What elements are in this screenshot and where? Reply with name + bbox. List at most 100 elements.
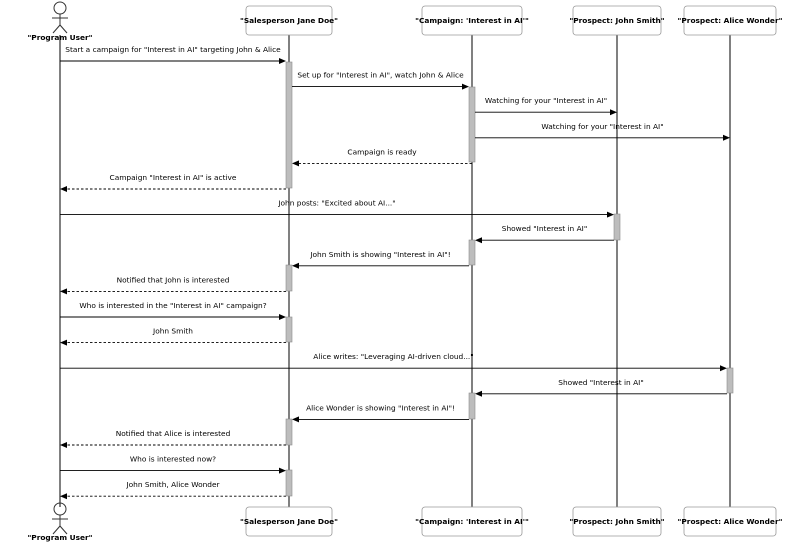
arrowhead-icon (60, 339, 67, 346)
message-label: Watching for your "Interest in AI" (485, 96, 607, 105)
actor-user: "Program User" (27, 1, 93, 42)
message: Alice Wonder is showing "Interest in AI"… (292, 403, 469, 423)
actor-leg-icon (52, 24, 61, 34)
message: John Smith (60, 327, 286, 346)
message: Watching for your "Interest in AI" (475, 122, 730, 141)
message-label: John Smith (152, 327, 193, 336)
participant-label: "Prospect: Alice Wonder" (678, 517, 783, 526)
message: Showed "Interest in AI" (475, 224, 614, 244)
participant-box (421, 5, 523, 36)
message-label: Alice writes: "Leveraging AI-driven clou… (313, 352, 473, 361)
arrowhead-icon (60, 288, 67, 295)
participant-alice: "Prospect: Alice Wonder" (678, 506, 783, 537)
arrowhead-icon (279, 467, 286, 474)
message-label: Showed "Interest in AI" (558, 378, 643, 387)
actor-user: "Program User" (27, 502, 93, 542)
participant-box (572, 506, 662, 537)
activation-bar (468, 86, 476, 163)
activation-bar (285, 264, 293, 292)
message-label: Alice Wonder is showing "Interest in AI"… (306, 403, 455, 412)
message-label: Campaign is ready (347, 147, 417, 156)
arrowhead-icon (475, 390, 482, 397)
activation-bar (285, 316, 293, 343)
message: Notified that Alice is interested (60, 429, 286, 448)
activations (285, 61, 734, 497)
participant-box (683, 506, 777, 537)
message-label: John Smith, Alice Wonder (125, 480, 220, 489)
activation-bar (285, 61, 293, 189)
arrowhead-icon (292, 160, 299, 167)
arrowhead-icon (723, 134, 730, 141)
activation-bar (285, 469, 293, 497)
arrowhead-icon (60, 186, 67, 192)
message: Set up for "Interest in AI", watch John … (292, 71, 469, 90)
message: Start a campaign for "Interest in AI" ta… (60, 45, 286, 64)
message: John Smith is showing "Interest in AI"! (292, 250, 469, 269)
message-label: Campaign "Interest in AI" is active (110, 173, 237, 182)
message: Alice writes: "Leveraging AI-driven clou… (60, 352, 727, 372)
arrowhead-icon (610, 109, 617, 116)
participant-john: "Prospect: John Smith" (569, 5, 665, 36)
participant-jane: "Salesperson Jane Doe" (240, 506, 338, 537)
messages: Start a campaign for "Interest in AI" ta… (60, 45, 730, 500)
message: Showed "Interest in AI" (475, 378, 727, 397)
participant-campaign: "Campaign: 'Interest in AI'" (415, 5, 529, 36)
message-label: Start a campaign for "Interest in AI" ta… (65, 45, 281, 54)
participant-label: "Salesperson Jane Doe" (240, 517, 338, 526)
arrowhead-icon (279, 58, 286, 64)
arrowhead-icon (720, 365, 727, 372)
message-label: Who is interested in the "Interest in AI… (79, 301, 266, 310)
message: Who is interested in the "Interest in AI… (60, 301, 286, 320)
activation-bar (285, 418, 293, 446)
arrowhead-icon (60, 493, 67, 500)
participant-box (421, 506, 523, 537)
arrowhead-icon (60, 442, 67, 448)
arrowhead-icon (462, 83, 469, 90)
message-label: Notified that John is interested (117, 275, 230, 284)
participant-label: "Campaign: 'Interest in AI'" (415, 517, 529, 526)
message: Campaign is ready (292, 147, 472, 167)
message-label: Who is interested now? (130, 455, 216, 464)
participant-box (572, 5, 662, 36)
message-label: Showed "Interest in AI" (502, 224, 587, 233)
participant-alice: "Prospect: Alice Wonder" (678, 5, 783, 36)
participant-label: "Prospect: John Smith" (569, 517, 664, 526)
message: Watching for your "Interest in AI" (475, 96, 617, 116)
activation-bar (613, 213, 621, 241)
actor-label: "Program User" (27, 533, 92, 542)
message-label: John Smith is showing "Interest in AI"! (309, 250, 450, 259)
message-label: John posts: "Excited about AI..." (277, 199, 395, 208)
participant-box (683, 5, 777, 36)
participant-campaign: "Campaign: 'Interest in AI'" (415, 506, 529, 537)
participant-label: "Prospect: Alice Wonder" (678, 16, 783, 25)
actor-leg-icon (52, 525, 61, 535)
participant-box (245, 506, 333, 537)
arrowhead-icon (475, 237, 482, 244)
message-label: Set up for "Interest in AI", watch John … (297, 71, 464, 80)
message: Who is interested now? (60, 455, 286, 474)
participant-label: "Campaign: 'Interest in AI'" (415, 16, 529, 25)
activation-bar (468, 392, 476, 420)
message-label: Notified that Alice is interested (116, 429, 231, 438)
activation-bar (726, 367, 734, 394)
actor-head-icon (53, 1, 67, 15)
participant-john: "Prospect: John Smith" (569, 506, 665, 537)
arrowhead-icon (607, 211, 614, 218)
arrowhead-icon (292, 262, 299, 269)
activation-bar (468, 239, 476, 266)
participant-jane: "Salesperson Jane Doe" (240, 5, 338, 36)
participants-bottom: "Program User" "Salesperson Jane Doe" "Cam… (27, 502, 783, 542)
message: John Smith, Alice Wonder (60, 480, 286, 500)
actor-label: "Program User" (27, 33, 92, 42)
arrowhead-icon (279, 314, 286, 320)
message-label: Watching for your "Interest in AI" (541, 122, 663, 131)
message: Campaign "Interest in AI" is active (60, 173, 286, 192)
participants-top: "Program User" "Salesperson Jane Doe" "Cam… (27, 1, 783, 42)
participant-box (245, 5, 333, 36)
arrowhead-icon (292, 416, 299, 423)
participant-label: "Prospect: John Smith" (569, 16, 664, 25)
message: Notified that John is interested (60, 275, 286, 295)
actor-leg-icon (59, 525, 68, 535)
message: John posts: "Excited about AI..." (60, 199, 614, 218)
